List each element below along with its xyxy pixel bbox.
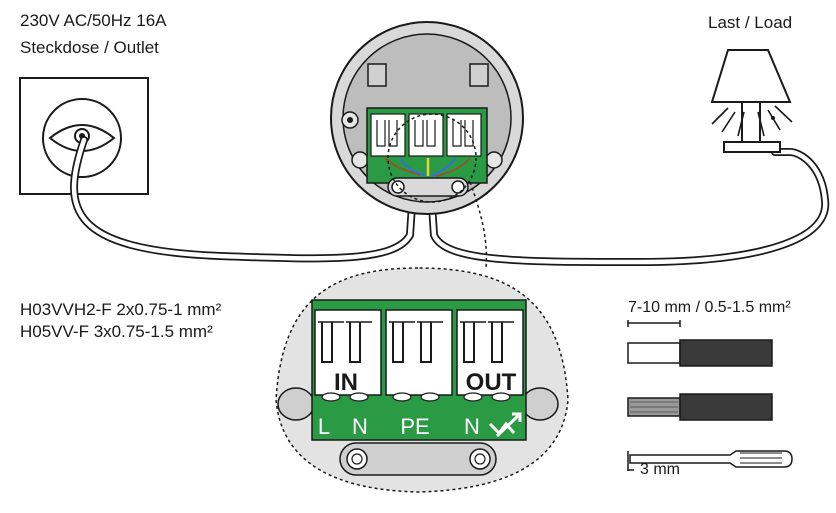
out-label: OUT (466, 369, 517, 396)
lamp-load (710, 49, 793, 153)
screwdriver-icon (627, 450, 793, 471)
terminal-magnified: IN OUT L N PE N (275, 267, 569, 493)
load-label: Last / Load (708, 13, 793, 32)
pin-label-n-out: N (464, 414, 480, 439)
outlet-spec-label: 230V AC/50Hz 16A (20, 11, 167, 30)
pin-label-pe: PE (400, 414, 429, 439)
strip-spec-label: 7-10 mm / 0.5-1.5 mm² (628, 299, 791, 316)
pin-label-n-in: N (352, 414, 368, 439)
screwdriver-size-label: 3 mm (640, 461, 680, 478)
in-label: IN (334, 369, 358, 396)
cable-spec-line1: H03VVH2-F 2x0.75-1 mm² (20, 300, 222, 319)
cable-outlet-to-socket (70, 136, 416, 263)
load-arrow-icon (488, 412, 522, 438)
socket-housing (330, 21, 524, 269)
cable-spec-line2: H05VV-F 3x0.75-1.5 mm² (20, 322, 213, 341)
outlet-name-label: Steckdose / Outlet (20, 38, 159, 57)
cable-socket-to-load (428, 148, 830, 267)
wire-strip-illustration (627, 320, 793, 471)
pin-label-l: L (318, 414, 330, 439)
wall-outlet (19, 77, 149, 195)
